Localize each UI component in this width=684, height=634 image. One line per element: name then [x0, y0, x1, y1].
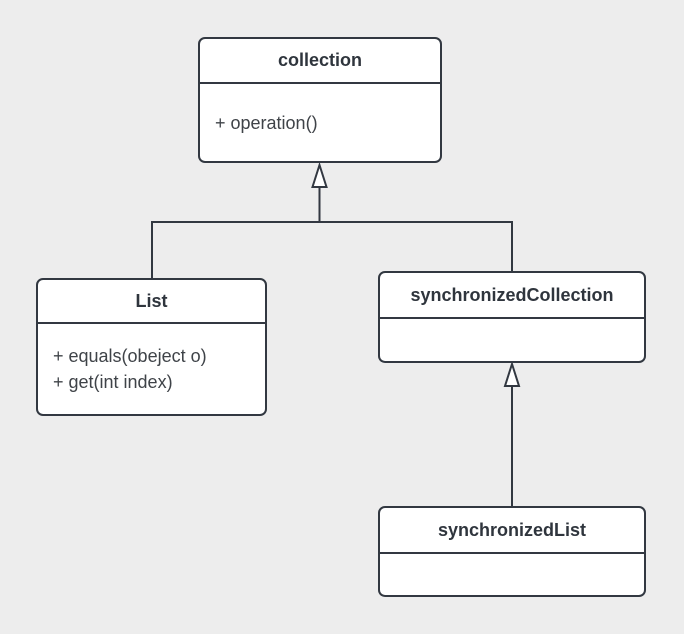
class-member: + operation() — [215, 112, 318, 133]
class-title: synchronizedCollection — [380, 273, 644, 319]
edge-list-and-synchronizedcollection-to-collection[interactable] — [151, 161, 513, 278]
class-body — [380, 319, 644, 361]
class-member: + equals(obeject o) — [53, 346, 207, 366]
inheritance-arrowhead-icon — [503, 360, 521, 387]
class-box-synchronized-list[interactable]: synchronizedList — [378, 506, 646, 597]
class-box-synchronized-collection[interactable]: synchronizedCollection — [378, 271, 646, 363]
class-title: List — [38, 280, 265, 324]
class-box-collection[interactable]: collection + operation() — [198, 37, 442, 163]
class-box-list[interactable]: List + equals(obeject o) + get(int index… — [36, 278, 267, 416]
class-body: + equals(obeject o) + get(int index) — [38, 324, 265, 414]
class-title: collection — [200, 39, 440, 84]
class-body — [380, 554, 644, 595]
inheritance-arrowhead-icon — [311, 161, 328, 188]
edge-synchronizedlist-to-synchronizedcollection[interactable] — [503, 360, 521, 506]
edge-branch-line — [151, 221, 513, 278]
class-body: + operation() — [200, 84, 440, 161]
class-member: + get(int index) — [53, 372, 173, 392]
class-title: synchronizedList — [380, 508, 644, 554]
